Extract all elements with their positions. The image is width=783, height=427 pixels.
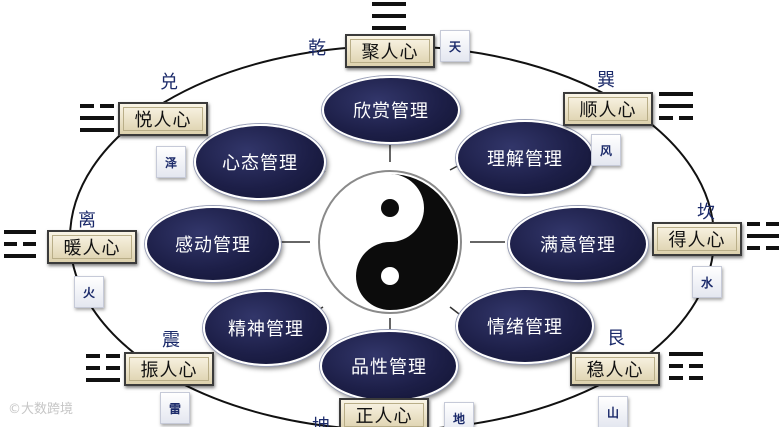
element-tile: 地 [444,402,474,427]
element-tile: 山 [598,396,628,427]
yin-yang-symbol [318,170,462,314]
management-node: 情绪管理 [456,288,594,364]
element-tile: 风 [591,134,621,166]
management-node: 理解管理 [456,120,594,196]
plaque: 顺人心 [563,92,653,126]
plaque: 得人心 [652,222,742,256]
management-node: 精神管理 [203,290,329,366]
element-tile: 火 [74,276,104,308]
trigram-label: 震 [162,330,180,351]
trigram-label: 坎 [697,202,715,223]
element-tile: 雷 [160,392,190,424]
plaque: 暖人心 [47,230,137,264]
hexagram-icon [747,222,779,250]
management-node: 品性管理 [320,330,458,402]
management-node: 感动管理 [145,206,281,282]
management-node: 满意管理 [508,206,648,282]
plaque: 稳人心 [570,352,660,386]
plaque: 悦人心 [118,102,208,136]
management-node: 欣赏管理 [322,76,460,144]
element-tile: 泽 [156,146,186,178]
watermark: ©大数跨境 [8,402,74,417]
trigram-label: 艮 [607,328,625,349]
hexagram-icon [4,230,36,258]
management-node: 心态管理 [194,124,326,200]
plaque: 振人心 [124,352,214,386]
trigram-label: 离 [78,210,96,231]
plaque: 聚人心 [345,34,435,68]
element-tile: 水 [692,266,722,298]
plaque: 正人心 [339,398,429,427]
hexagram-icon [80,104,114,132]
hexagram-icon [659,92,693,120]
hexagram-icon [86,354,120,382]
trigram-label: 巽 [597,70,615,91]
trigram-label: 乾 [308,38,326,59]
hexagram-icon [669,352,703,380]
trigram-label: 兑 [160,72,178,93]
trigram-label: 坤 [312,416,330,427]
hexagram-icon [372,2,406,30]
element-tile: 天 [440,30,470,62]
